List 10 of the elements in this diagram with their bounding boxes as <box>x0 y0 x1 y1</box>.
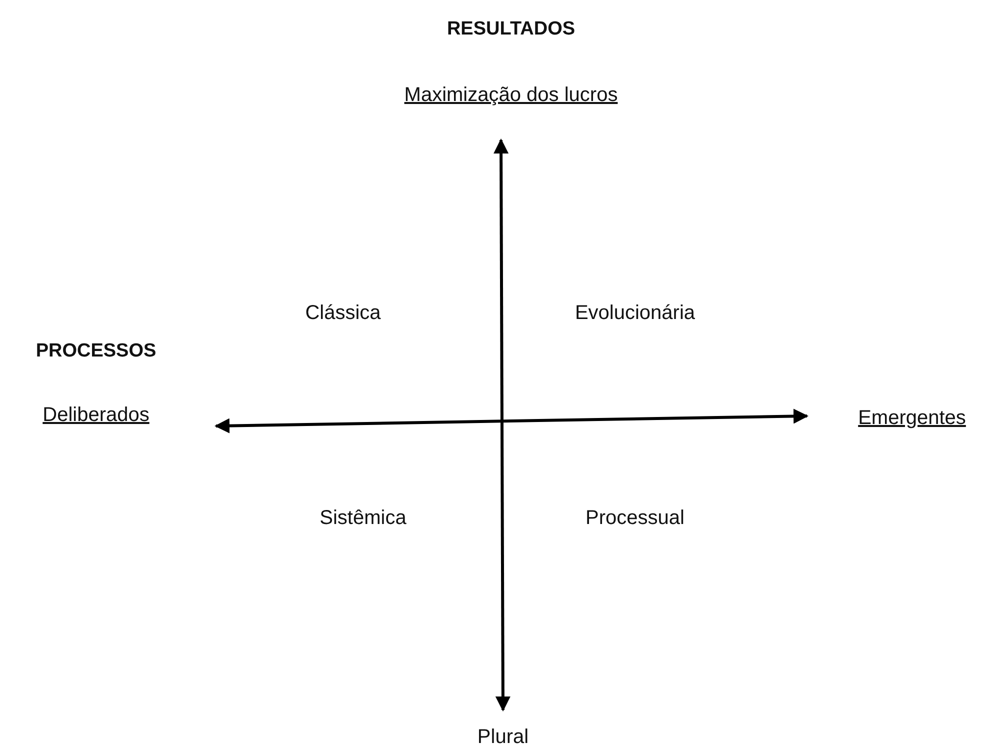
quadrant-label: Processual <box>586 507 684 529</box>
axis-title: RESULTADOS <box>446 20 576 40</box>
axis-end-label: Maximização dos lucros <box>404 84 618 106</box>
axis-end-label: Emergentes <box>858 407 966 429</box>
axis-end-label: Deliberados <box>42 404 150 426</box>
axis-end-label: Plural <box>477 726 529 748</box>
quadrant-label: Clássica <box>305 302 381 324</box>
quadrant-label: Evolucionária <box>574 302 696 324</box>
quadrant-label: Sistêmica <box>320 507 406 529</box>
axis-title: PROCESSOS <box>36 342 156 362</box>
